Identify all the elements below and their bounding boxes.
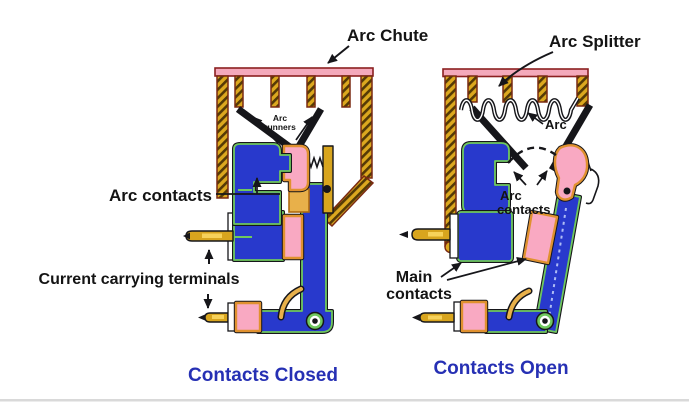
arc-contacts-label-line2: contacts	[497, 202, 550, 217]
arc-chute-arrow	[327, 45, 350, 64]
arc-splitter-arrow	[498, 51, 554, 87]
chute-right-wall	[576, 75, 589, 107]
chute-right-wall	[360, 75, 373, 179]
contact-spring	[307, 155, 324, 170]
arc-contact-arrow-right	[536, 170, 548, 186]
fixed-contact-body	[399, 141, 514, 263]
bottom-divider	[0, 399, 689, 402]
arc-arrow	[527, 112, 544, 125]
left-diagram-contacts-closed: Arc runners	[39, 26, 429, 386]
terminal-block	[234, 301, 262, 333]
arc-contacts-label-line1: Arc	[500, 188, 522, 203]
support-bar	[322, 145, 334, 214]
moving-contact-arm	[521, 191, 582, 334]
pivot	[535, 311, 555, 331]
arc-wave	[458, 96, 580, 122]
bottom-arm-assembly	[412, 287, 555, 334]
main-contacts-arrow-right	[446, 256, 527, 281]
arc-runners-label-line1: Arc	[273, 113, 287, 123]
arc-contacts-label: Arc contacts	[109, 186, 212, 205]
arc-runners	[235, 106, 325, 151]
contact-carrier	[288, 188, 310, 213]
arc-contact-moving-assembly	[552, 143, 600, 205]
current-carrying-terminals-label: Current carrying terminals	[39, 271, 240, 288]
arc-label: Arc	[545, 117, 567, 132]
contact-linkage	[585, 168, 600, 205]
upper-terminal	[399, 228, 451, 241]
main-contact-fixed	[282, 214, 304, 260]
splitter-fingers	[467, 75, 548, 103]
lower-terminal	[198, 300, 263, 334]
arc-chute	[214, 67, 375, 228]
right-caption: Contacts Open	[433, 358, 568, 379]
main-contacts-arrow-left	[440, 262, 462, 278]
main-contacts-label-line2: contacts	[386, 286, 452, 303]
main-contact-moving	[522, 210, 559, 265]
left-caption: Contacts Closed	[188, 365, 338, 386]
contact-travel-path	[507, 146, 557, 164]
arc-contact-arrow-left	[513, 171, 527, 186]
pivot	[305, 311, 325, 331]
upper-terminal	[183, 230, 234, 242]
main-contacts-label-line1: Main	[396, 269, 432, 286]
arc-contacts-leader	[216, 177, 280, 195]
lower-terminal	[412, 312, 455, 323]
arc-splitter-label: Arc Splitter	[549, 32, 641, 51]
arc-contact-fixed	[233, 143, 291, 225]
chute-left-wall	[216, 75, 229, 199]
terminal-block	[460, 300, 488, 333]
arc-chute-label: Arc Chute	[347, 26, 428, 45]
arc-runners-label-line2: runners	[264, 122, 296, 132]
chute-right-wall-diagonal	[322, 174, 375, 228]
arc-contact-moving	[553, 144, 589, 201]
arc-contact-assembly	[232, 142, 334, 226]
right-diagram-contacts-open: Arc	[386, 32, 641, 379]
splitter-fingers	[234, 75, 351, 108]
